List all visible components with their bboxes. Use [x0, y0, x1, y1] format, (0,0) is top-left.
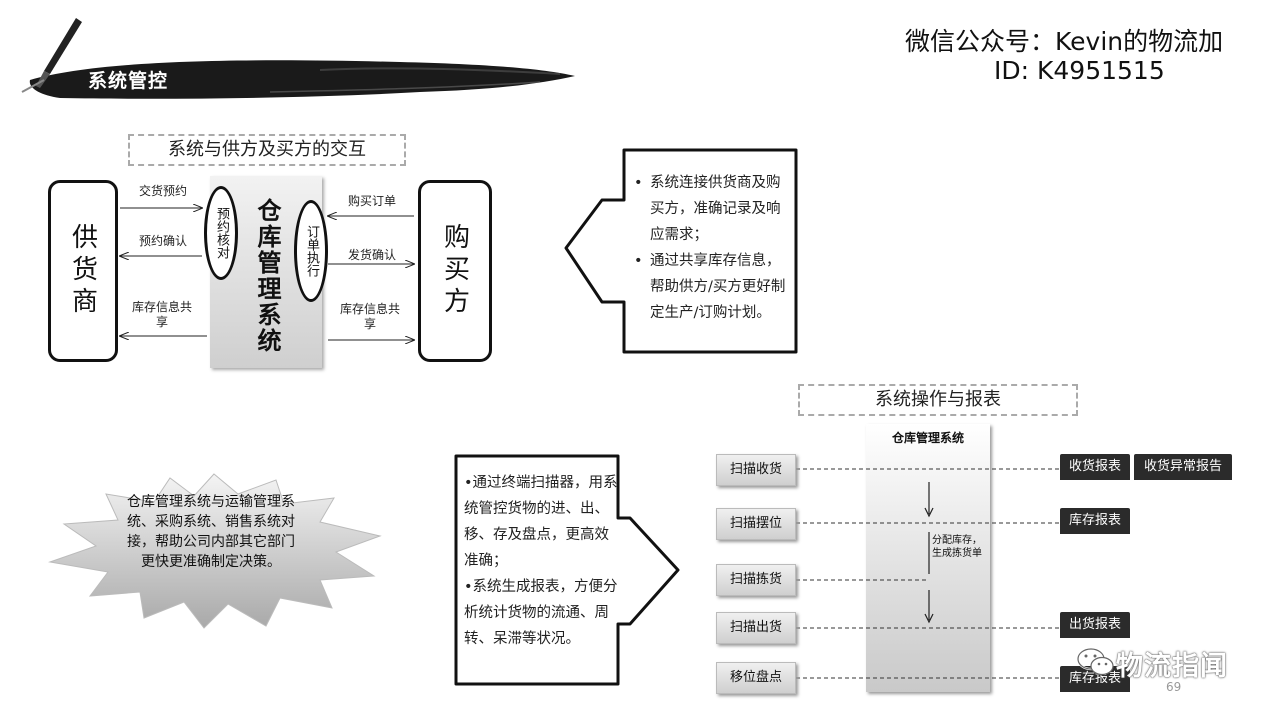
section-title: 系统管控 — [88, 70, 169, 92]
bottom-wms-label: 仓库管理系统 — [891, 431, 964, 445]
wms-label: 仓库管理系统 — [253, 198, 281, 354]
bottom-diagram-caption: 系统操作与报表 — [798, 384, 1078, 416]
buyer-label: 购买方 — [439, 223, 470, 319]
middle-text-block: •通过终端扫描器，用系统管控货物的进、出、移、存及盘点，更高效准确； •系统生成… — [464, 470, 618, 652]
step-scan-shipping[interactable]: 扫描出货 — [716, 612, 796, 644]
arrow-label-inventory-share-left: 库存信息共享 — [131, 300, 192, 329]
starburst-shape — [48, 473, 382, 629]
wechat-logo-icon — [1076, 647, 1114, 676]
step-scan-picking[interactable]: 扫描拣货 — [716, 564, 796, 596]
report-inventory[interactable]: 库存报表 — [1060, 508, 1130, 534]
page-number: 69 — [1166, 680, 1182, 694]
wechat-account: 微信公众号：Kevin的物流加 — [905, 27, 1224, 56]
report-receiving[interactable]: 收货报表 — [1060, 454, 1130, 480]
top-bullet-1-text: 系统连接供货商及购买方，准确记录及响应需求； — [650, 175, 781, 243]
supplier-box: 供货商 — [48, 180, 118, 362]
top-bullet-1: •系统连接供货商及购买方，准确记录及响应需求； — [634, 175, 781, 243]
reservation-check-oval: 预约核对 — [204, 186, 238, 280]
top-arrows — [112, 176, 422, 356]
arrow-label-delivery-booking: 交货预约 — [138, 184, 187, 198]
brush-banner — [29, 60, 576, 99]
brush-pen-icon — [21, 18, 82, 93]
middle-line-2: •系统生成报表，方便分析统计货物的流通、周转、呆滞等状况。 — [464, 579, 618, 647]
top-caption-text: 系统与供方及买方的交互 — [168, 139, 366, 160]
middle-callout-arrow — [454, 454, 680, 686]
top-bullet-2: •通过共享库存信息，帮助供方/买方更好制定生产/订购计划。 — [634, 253, 786, 321]
arrow-label-booking-confirm: 预约确认 — [138, 234, 187, 248]
account-id: ID: K4951515 — [994, 56, 1165, 85]
step-move-stocktake[interactable]: 移位盘点 — [716, 662, 796, 694]
arrow-label-purchase-order: 购买订单 — [347, 194, 396, 208]
left-oval-label: 预约核对 — [214, 207, 229, 259]
allocate-note: 分配库存，生成拣货单 — [932, 535, 982, 559]
middle-line-1: •通过终端扫描器，用系统管控货物的进、出、移、存及盘点，更高效准确； — [464, 475, 618, 569]
bottom-caption-text: 系统操作与报表 — [875, 389, 1001, 410]
report-receiving-exception[interactable]: 收货异常报告 — [1134, 454, 1232, 480]
arrow-label-shipment-confirm: 发货确认 — [347, 248, 396, 262]
top-bullet-list: •系统连接供货商及购买方，准确记录及响应需求； •通过共享库存信息，帮助供方/买… — [634, 170, 790, 326]
bottom-wms-column: 仓库管理系统 — [866, 424, 990, 692]
top-diagram-caption: 系统与供方及买方的交互 — [128, 134, 406, 166]
starburst-text: 仓库管理系统与运输管理系统、采购系统、销售系统对接，帮助公司内部其它部门更快更准… — [127, 494, 295, 570]
report-shipping[interactable]: 出货报表 — [1060, 612, 1130, 638]
arrow-label-inventory-share-right: 库存信息共享 — [339, 302, 400, 331]
top-bullet-2-text: 通过共享库存信息，帮助供方/买方更好制定生产/订购计划。 — [650, 253, 786, 321]
watermark-text: 物流指闻 — [1116, 651, 1228, 682]
watermark: 物流指闻 — [1076, 644, 1256, 684]
bottom-flow-lines — [796, 468, 1062, 679]
order-execution-oval: 订单执行 — [294, 200, 328, 302]
top-callout-arrow — [564, 148, 798, 354]
right-oval-label: 订单执行 — [304, 225, 319, 277]
step-scan-receive[interactable]: 扫描收货 — [716, 454, 796, 486]
supplier-label: 供货商 — [67, 223, 98, 319]
buyer-box: 购买方 — [418, 180, 492, 362]
step-scan-putaway[interactable]: 扫描摆位 — [716, 508, 796, 540]
